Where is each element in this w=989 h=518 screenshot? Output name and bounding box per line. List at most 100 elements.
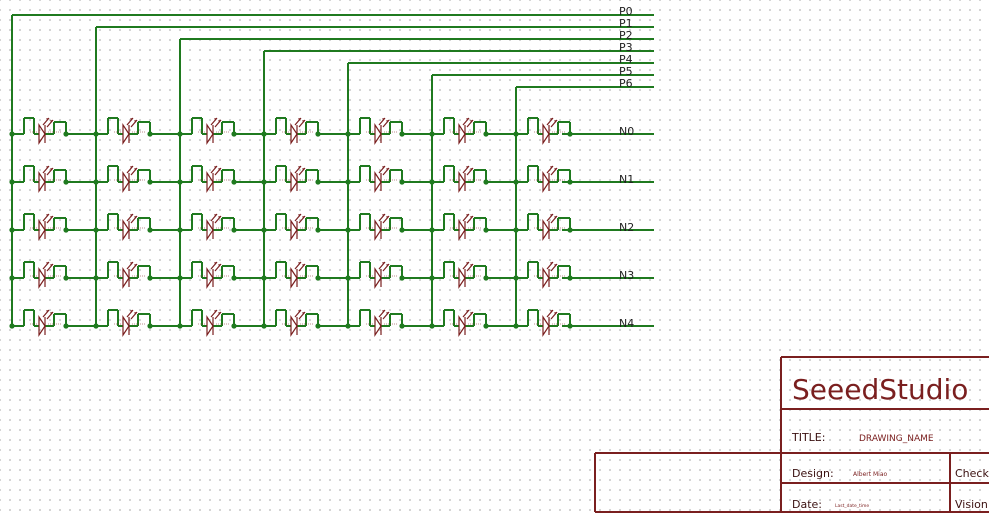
led-icon[interactable] <box>30 165 61 193</box>
net-label-p3[interactable]: P3 <box>619 41 633 54</box>
junction-dot[interactable] <box>315 227 321 233</box>
net-label-n0[interactable]: N0 <box>619 125 634 138</box>
net-label-p5[interactable]: P5 <box>619 65 633 78</box>
led-icon[interactable] <box>534 309 565 337</box>
design-value[interactable]: Albert Miao <box>853 471 888 478</box>
junction-dot[interactable] <box>261 275 267 281</box>
junction-dot[interactable] <box>231 227 237 233</box>
led-icon[interactable] <box>282 117 313 145</box>
net-label-p6[interactable]: P6 <box>619 77 633 90</box>
net-label-p2[interactable]: P2 <box>619 29 633 42</box>
junction-dot[interactable] <box>177 323 183 329</box>
led-icon[interactable] <box>366 309 397 337</box>
junction-dot[interactable] <box>345 131 351 137</box>
junction-dot[interactable] <box>261 323 267 329</box>
junction-dot[interactable] <box>231 179 237 185</box>
led-icon[interactable] <box>366 213 397 241</box>
title-value[interactable]: DRAWING_NAME <box>859 434 934 444</box>
led-icon[interactable] <box>450 309 481 337</box>
junction-dot[interactable] <box>63 275 69 281</box>
junction-dot[interactable] <box>399 179 405 185</box>
junction-dot[interactable] <box>231 323 237 329</box>
junction-dot[interactable] <box>177 179 183 185</box>
junction-dot[interactable] <box>399 275 405 281</box>
junction-dot[interactable] <box>63 323 69 329</box>
led-icon[interactable] <box>450 213 481 241</box>
net-label-n1[interactable]: N1 <box>619 173 634 186</box>
junction-dot[interactable] <box>9 323 15 329</box>
led-icon[interactable] <box>366 117 397 145</box>
junction-dot[interactable] <box>93 179 99 185</box>
net-label-p0[interactable]: P0 <box>619 5 633 18</box>
net-label-p1[interactable]: P1 <box>619 17 633 30</box>
junction-dot[interactable] <box>399 131 405 137</box>
junction-dot[interactable] <box>261 179 267 185</box>
junction-dot[interactable] <box>345 275 351 281</box>
junction-dot[interactable] <box>93 275 99 281</box>
led-icon[interactable] <box>282 165 313 193</box>
led-icon[interactable] <box>114 309 145 337</box>
led-icon[interactable] <box>30 213 61 241</box>
junction-dot[interactable] <box>567 179 573 185</box>
junction-dot[interactable] <box>483 227 489 233</box>
led-icon[interactable] <box>198 117 229 145</box>
junction-dot[interactable] <box>147 323 153 329</box>
junction-dot[interactable] <box>147 131 153 137</box>
junction-dot[interactable] <box>345 227 351 233</box>
junction-dot[interactable] <box>513 275 519 281</box>
led-icon[interactable] <box>30 117 61 145</box>
net-label-p4[interactable]: P4 <box>619 53 633 66</box>
junction-dot[interactable] <box>345 179 351 185</box>
junction-dot[interactable] <box>147 179 153 185</box>
led-icon[interactable] <box>114 261 145 289</box>
junction-dot[interactable] <box>93 131 99 137</box>
junction-dot[interactable] <box>315 275 321 281</box>
led-icon[interactable] <box>450 261 481 289</box>
junction-dot[interactable] <box>63 227 69 233</box>
led-icon[interactable] <box>282 213 313 241</box>
led-icon[interactable] <box>366 261 397 289</box>
junction-dot[interactable] <box>483 131 489 137</box>
junction-dot[interactable] <box>513 227 519 233</box>
led-icon[interactable] <box>114 117 145 145</box>
junction-dot[interactable] <box>9 227 15 233</box>
led-icon[interactable] <box>114 165 145 193</box>
junction-dot[interactable] <box>567 227 573 233</box>
junction-dot[interactable] <box>63 131 69 137</box>
led-icon[interactable] <box>534 165 565 193</box>
junction-dot[interactable] <box>513 323 519 329</box>
junction-dot[interactable] <box>483 323 489 329</box>
net-label-n4[interactable]: N4 <box>619 317 634 330</box>
junction-dot[interactable] <box>399 323 405 329</box>
led-icon[interactable] <box>282 261 313 289</box>
net-label-n3[interactable]: N3 <box>619 269 634 282</box>
led-icon[interactable] <box>366 165 397 193</box>
junction-dot[interactable] <box>345 323 351 329</box>
junction-dot[interactable] <box>429 275 435 281</box>
junction-dot[interactable] <box>429 323 435 329</box>
junction-dot[interactable] <box>315 131 321 137</box>
junction-dot[interactable] <box>63 179 69 185</box>
junction-dot[interactable] <box>513 131 519 137</box>
junction-dot[interactable] <box>261 131 267 137</box>
junction-dot[interactable] <box>177 227 183 233</box>
led-icon[interactable] <box>30 309 61 337</box>
junction-dot[interactable] <box>9 275 15 281</box>
led-icon[interactable] <box>450 117 481 145</box>
net-label-n2[interactable]: N2 <box>619 221 634 234</box>
junction-dot[interactable] <box>429 227 435 233</box>
led-icon[interactable] <box>198 213 229 241</box>
junction-dot[interactable] <box>9 131 15 137</box>
junction-dot[interactable] <box>429 131 435 137</box>
junction-dot[interactable] <box>177 275 183 281</box>
junction-dot[interactable] <box>93 227 99 233</box>
led-icon[interactable] <box>198 309 229 337</box>
led-icon[interactable] <box>534 117 565 145</box>
junction-dot[interactable] <box>483 179 489 185</box>
date-value[interactable]: Last_date_time <box>835 503 869 509</box>
led-icon[interactable] <box>282 309 313 337</box>
junction-dot[interactable] <box>315 323 321 329</box>
junction-dot[interactable] <box>429 179 435 185</box>
junction-dot[interactable] <box>399 227 405 233</box>
